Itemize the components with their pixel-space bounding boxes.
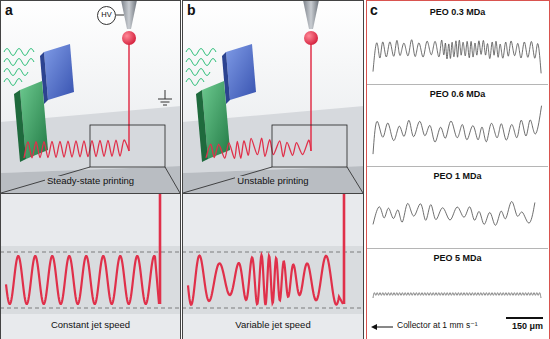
fiber-path	[373, 40, 541, 74]
micrograph-panel: cCollector at 1 mm s⁻¹150 μmPEO 0.3 MDaP…	[366, 0, 550, 339]
printer-scene	[0, 0, 181, 193]
panel-ground	[182, 193, 364, 339]
scale-label: 150 μm	[512, 321, 543, 331]
jet	[343, 193, 346, 304]
light-wave	[186, 49, 216, 86]
panel-caption: Steady-state printing	[45, 176, 136, 187]
camera-side	[14, 90, 26, 162]
zoom-box	[90, 125, 165, 167]
sample-label: PEO 0.6 MDa	[430, 89, 486, 99]
amplitude-line	[0, 252, 181, 253]
panel-ground	[0, 0, 181, 193]
ground-symbol	[158, 90, 172, 105]
collector-front	[0, 166, 181, 193]
sample-label: PEO 5 MDa	[433, 253, 481, 263]
zoom-line	[347, 167, 363, 193]
fiber-path	[373, 202, 535, 226]
panel-caption: Unstable printing	[235, 176, 310, 187]
panel-ground	[182, 0, 364, 193]
panel-letter: b	[187, 2, 196, 18]
fiber-path	[373, 293, 541, 298]
nozzle	[303, 0, 319, 29]
hv-wire	[116, 15, 124, 16]
taylor-cone-drop	[122, 31, 136, 45]
amplitude-line	[0, 308, 181, 309]
printed-coil	[206, 138, 311, 158]
light-source	[44, 44, 74, 100]
panel-ground	[0, 193, 181, 339]
panel-box: bUnstable printing	[182, 0, 364, 193]
sample-label: PEO 0.3 MDa	[430, 7, 486, 17]
light-source	[226, 44, 256, 100]
coil-path	[6, 256, 159, 304]
amplitude-line	[182, 308, 364, 309]
fiber-strip: PEO 5 MDa	[367, 251, 548, 311]
scale-bar	[506, 317, 543, 319]
jet	[310, 44, 312, 151]
panel-box: aSteady-state printing HV	[0, 0, 181, 193]
light-wave	[4, 49, 34, 86]
collector-band	[0, 246, 181, 314]
voltage-circle: HV	[97, 6, 116, 25]
voltage-label: HV	[101, 11, 111, 20]
sample-label: PEO 1 MDa	[433, 171, 481, 181]
coil-path	[188, 255, 343, 305]
zoom-line	[165, 167, 180, 193]
zoom-box	[272, 125, 347, 167]
fiber-strip: PEO 1 MDa	[367, 169, 548, 249]
coil-path	[206, 138, 311, 158]
collector-arrow	[371, 324, 393, 330]
panel-letter: a	[5, 2, 13, 18]
collector-note: Collector at 1 mm s⁻¹	[397, 321, 478, 331]
collector-band	[182, 246, 364, 314]
zoom-panel: Constant jet speed	[0, 193, 181, 339]
fiber-strip: PEO 0.6 MDa	[367, 87, 548, 167]
printed-coil	[6, 256, 159, 304]
panel-caption: Variable jet speed	[235, 320, 310, 331]
fiber-path	[373, 106, 542, 154]
printed-coil	[24, 140, 129, 158]
zoom-scene-b	[182, 193, 364, 339]
panel-caption: Constant jet speed	[51, 320, 130, 331]
coil-path	[24, 140, 129, 158]
collector-front	[182, 166, 364, 193]
camera-side	[196, 90, 208, 162]
printed-coil	[188, 255, 343, 305]
fiber-strip: PEO 0.3 MDa	[367, 5, 548, 85]
jet	[159, 193, 162, 304]
printer-scene-b	[182, 0, 364, 193]
amplitude-line	[182, 252, 364, 253]
zoom-scene-a	[0, 193, 181, 339]
zoom-panel: Variable jet speed	[182, 193, 364, 339]
taylor-cone-drop	[304, 31, 318, 45]
jet	[128, 44, 130, 151]
